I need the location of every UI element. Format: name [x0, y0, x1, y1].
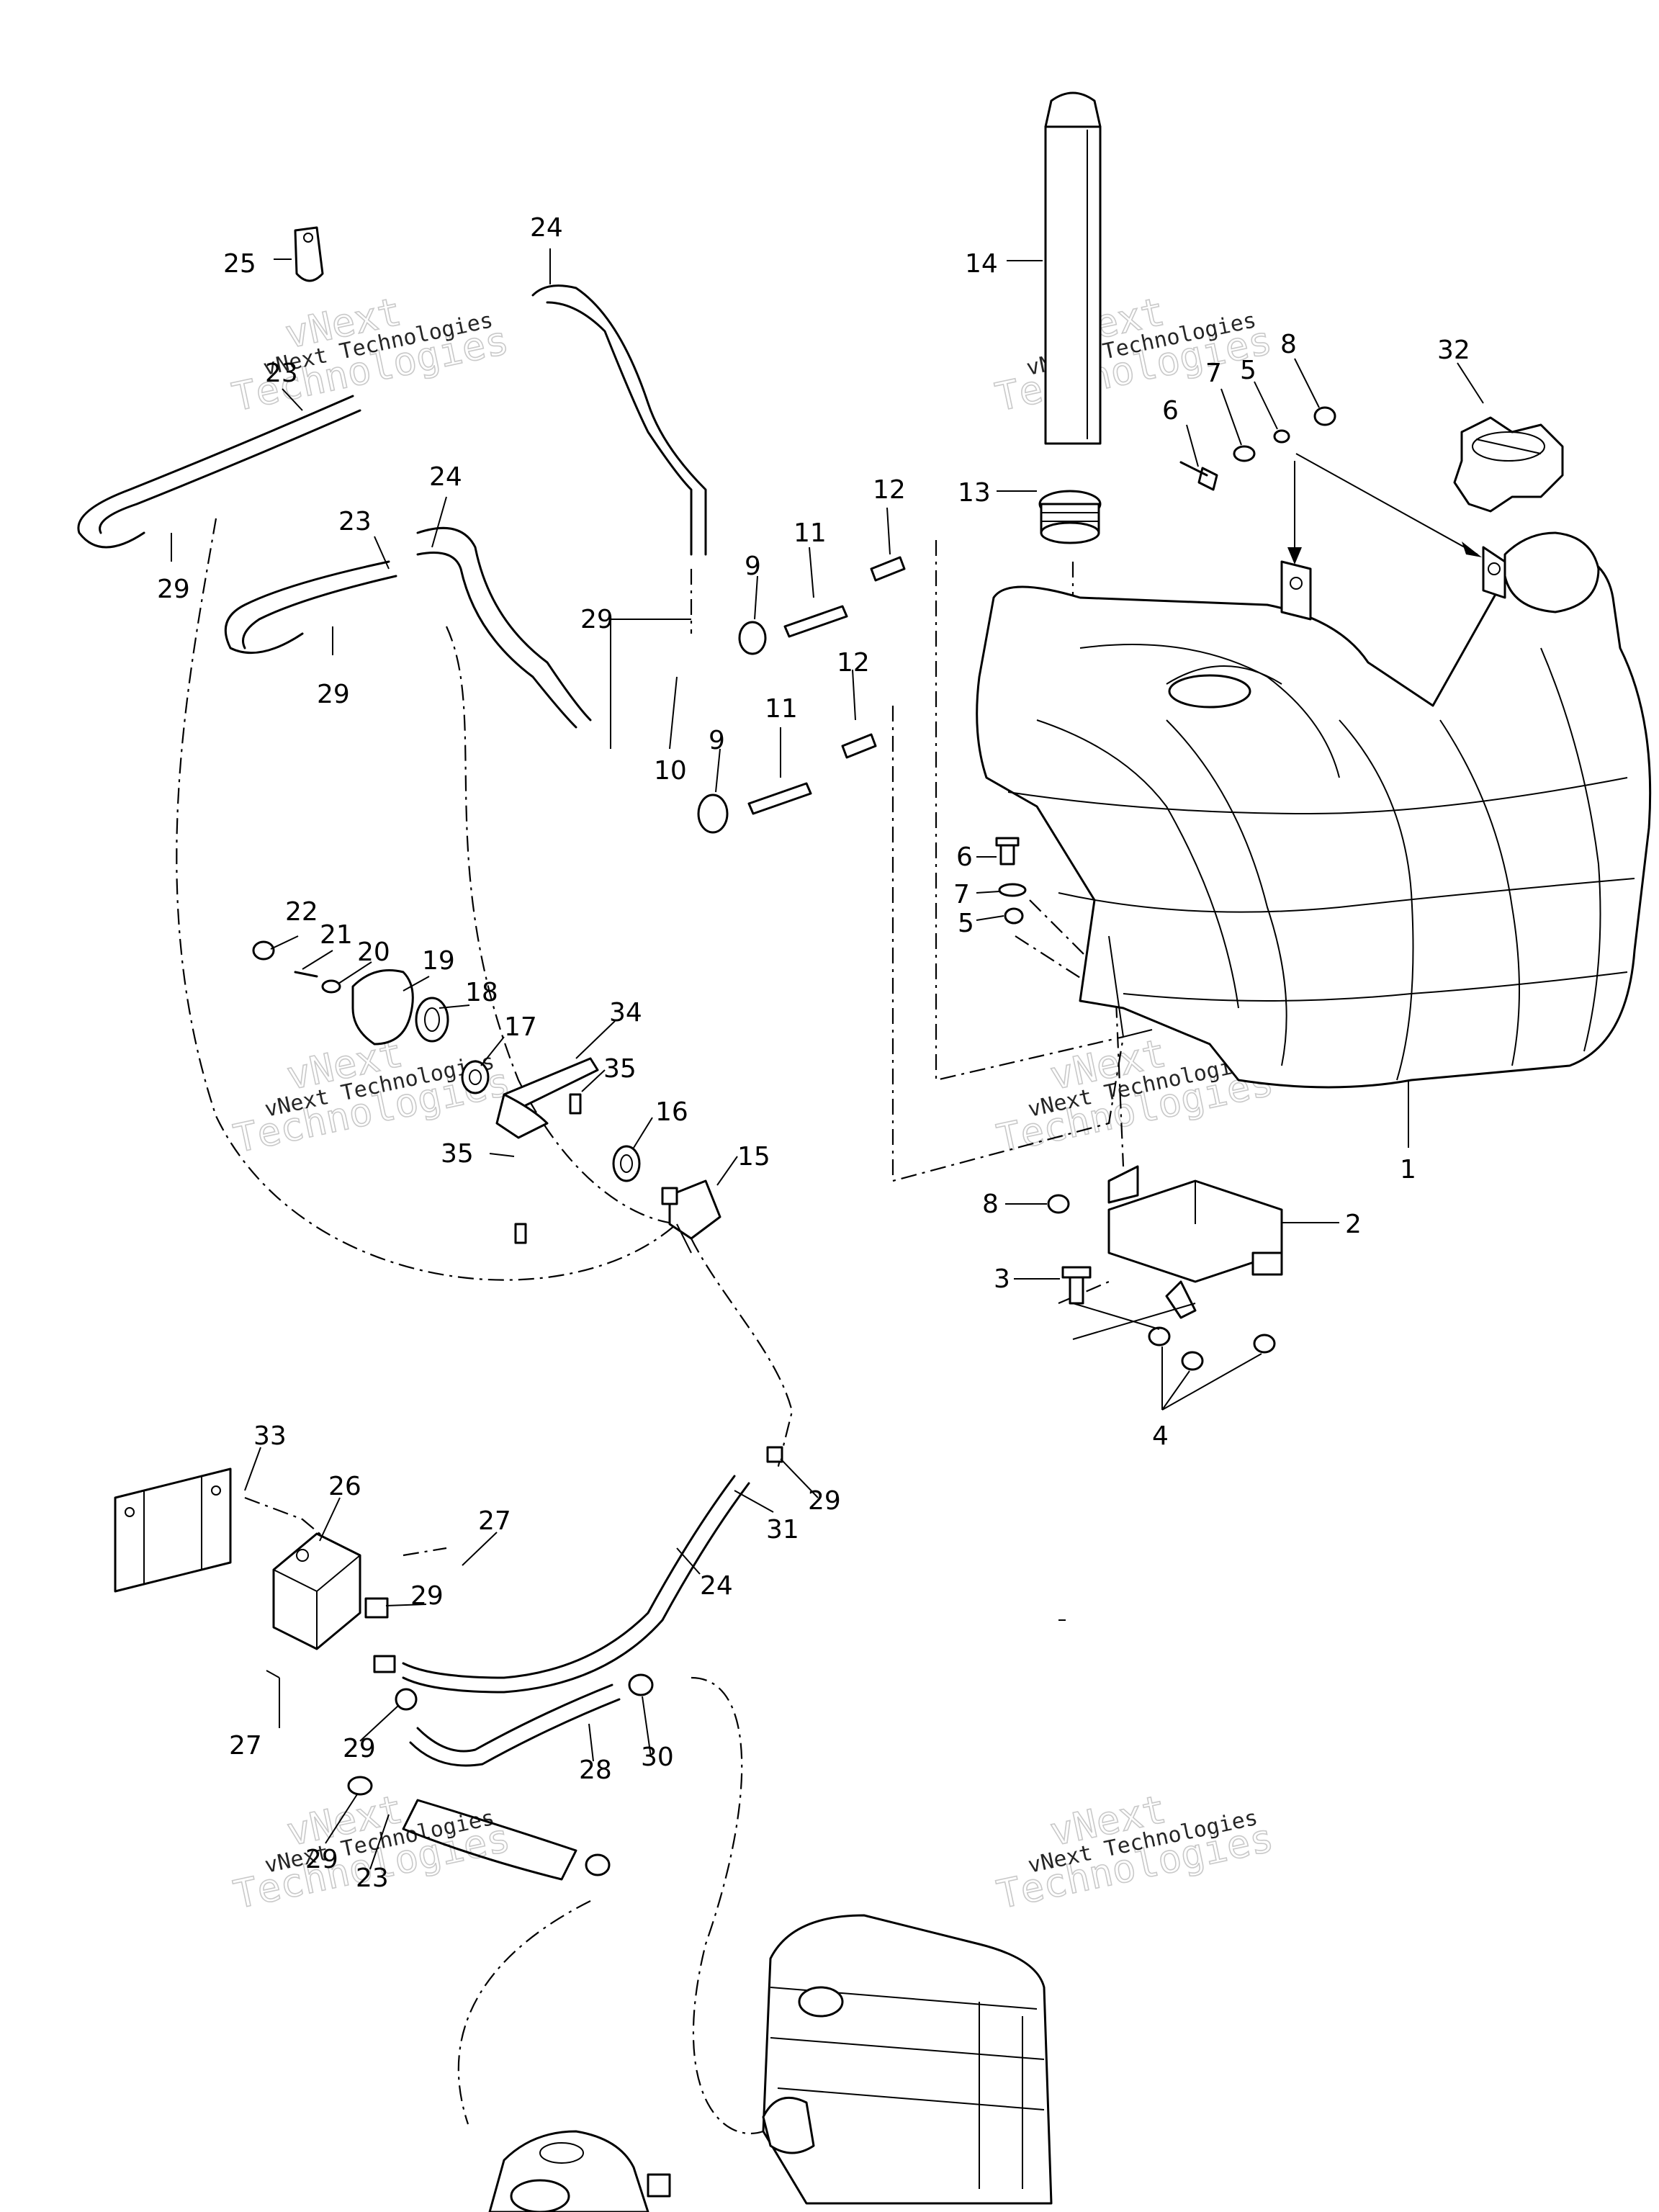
callout-13: 13 — [958, 478, 991, 508]
watermark-top-left: vNext Technologies vNext Technologies — [228, 288, 513, 421]
callout-1: 1 — [1400, 1155, 1416, 1184]
valve-assembly-15-to-22 — [252, 940, 721, 1254]
callout-29-mid: 29 — [317, 680, 350, 709]
callout-32: 32 — [1437, 336, 1470, 365]
callout-11-upper: 11 — [793, 518, 827, 548]
watermark-top-right: vNext Technologies vNext Technologies — [991, 288, 1276, 421]
fittings-9-to-12 — [697, 556, 906, 834]
callout-26: 26 — [328, 1472, 361, 1501]
callout-29-pump-lower: 29 — [343, 1734, 376, 1763]
callout-8-upper: 8 — [1280, 330, 1297, 359]
lower-clamps — [347, 1446, 783, 1876]
engine-cylinder-head — [762, 1914, 1053, 2205]
callout-7-upper: 7 — [1205, 359, 1222, 388]
callout-6-upper: 6 — [1162, 396, 1179, 426]
callout-27-lower: 27 — [229, 1731, 262, 1761]
fuel-hose-part-23-lower — [402, 1799, 577, 1881]
callout-24-mid: 24 — [429, 462, 462, 492]
callout-11-lower: 11 — [765, 694, 798, 724]
vent-hose-part-23-mid — [224, 560, 397, 655]
callout-5-upper: 5 — [1240, 356, 1256, 385]
fuel-hose-part-28 — [409, 1683, 621, 1767]
callout-5-lower: 5 — [958, 909, 974, 938]
callout-31: 31 — [766, 1515, 799, 1545]
callout-2: 2 — [1345, 1210, 1362, 1239]
callout-8-lower: 8 — [982, 1190, 999, 1219]
callout-20: 20 — [357, 938, 390, 967]
callout-16: 16 — [655, 1097, 688, 1127]
fuel-cap-part-32 — [1453, 416, 1564, 513]
callout-14: 14 — [965, 249, 998, 279]
callout-9-upper: 9 — [745, 552, 761, 581]
callout-29-upper: 29 — [157, 575, 190, 604]
callout-29-bottom: 29 — [305, 1845, 338, 1874]
callout-17: 17 — [504, 1012, 537, 1042]
callout-6-lower: 6 — [956, 842, 973, 872]
callout-35-lower: 35 — [441, 1139, 474, 1169]
callout-24-upper: 24 — [530, 213, 563, 243]
callout-19: 19 — [422, 946, 455, 976]
callout-27-upper: 27 — [478, 1506, 511, 1536]
callout-23-bottom: 23 — [356, 1863, 389, 1893]
callout-15: 15 — [737, 1142, 770, 1172]
fuel-tank-part-1 — [976, 531, 1652, 1089]
callout-33: 33 — [253, 1421, 287, 1451]
grommet-part-13 — [1038, 490, 1102, 544]
fuel-hose-part-24-lower — [402, 1475, 750, 1694]
callout-35-upper: 35 — [603, 1054, 637, 1084]
callout-28: 28 — [579, 1755, 612, 1785]
pump-bracket-part-33 — [114, 1467, 232, 1593]
watermark-bottom-right: vNext Technologies vNext Technologies — [992, 1786, 1277, 1918]
callout-labels: 25 24 23 29 24 23 29 29 10 9 11 12 9 11 … — [157, 213, 1470, 1893]
leader-lines — [171, 248, 1484, 1870]
callout-4: 4 — [1152, 1421, 1169, 1451]
callout-21: 21 — [320, 920, 353, 950]
callout-23-upper: 23 — [265, 359, 298, 388]
bracket-part-2 — [1107, 1165, 1283, 1319]
callout-9-lower: 9 — [709, 726, 725, 755]
callout-22: 22 — [285, 897, 318, 927]
callout-34: 34 — [609, 998, 642, 1028]
callout-3: 3 — [994, 1264, 1010, 1294]
vent-hose-part-23-upper — [77, 395, 361, 549]
callout-10: 10 — [654, 756, 687, 786]
callout-7-lower: 7 — [953, 880, 970, 909]
callout-25: 25 — [223, 249, 256, 279]
carburetor — [488, 2130, 671, 2212]
callout-12-lower: 12 — [837, 648, 870, 678]
callout-29-right: 29 — [808, 1486, 841, 1516]
callout-12-upper: 12 — [873, 475, 906, 505]
clip-part-25 — [294, 226, 324, 282]
callout-29-valve: 29 — [580, 605, 613, 634]
callout-30: 30 — [641, 1743, 674, 1772]
callout-23-mid: 23 — [338, 507, 372, 536]
vent-hose-part-24-upper — [531, 284, 707, 556]
arrowheads — [1287, 453, 1482, 565]
callout-24-lower: 24 — [700, 1571, 733, 1601]
tank-hardware — [995, 406, 1336, 1371]
fuel-pump-part-26 — [272, 1532, 396, 1673]
filler-neck-part-14 — [1044, 91, 1102, 445]
callout-18: 18 — [465, 978, 498, 1007]
callout-29-pump: 29 — [410, 1581, 444, 1611]
vent-hose-part-24-mid — [416, 526, 592, 729]
